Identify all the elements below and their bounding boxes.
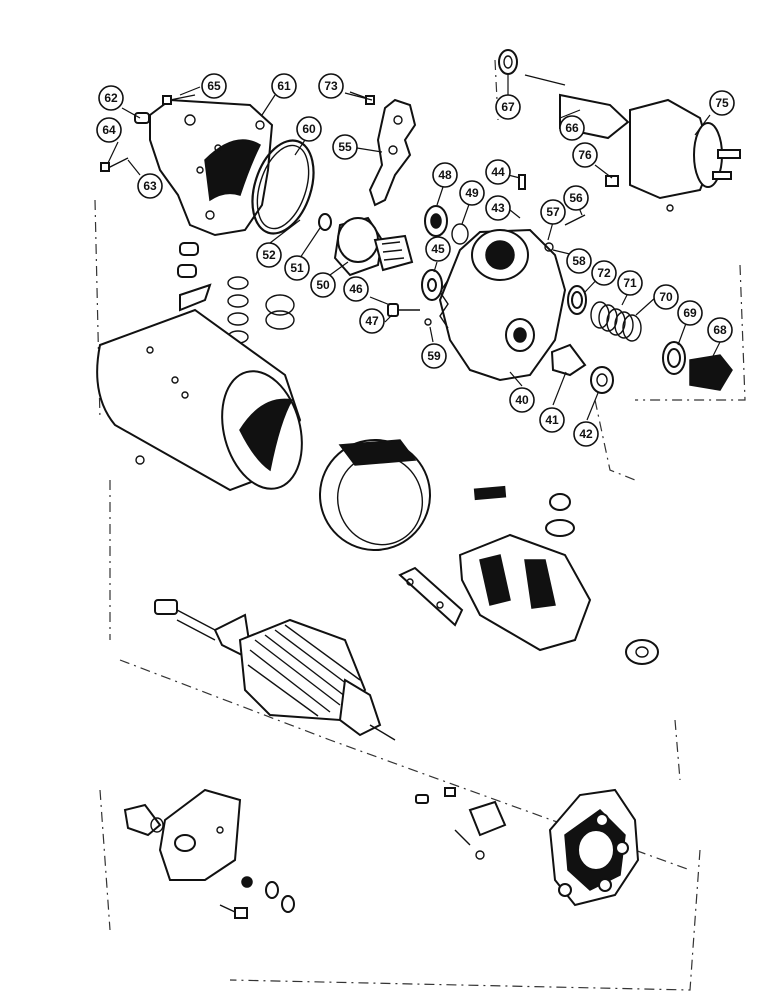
callout-67: 67: [495, 94, 521, 120]
callout-73: 73: [318, 73, 344, 99]
callout-label: 47: [365, 314, 379, 328]
callout-label: 43: [491, 201, 505, 215]
callout-46: 46: [343, 276, 369, 302]
callout-label: 52: [262, 248, 276, 262]
callout-label: 46: [349, 282, 363, 296]
bushing-and-washer: [550, 343, 614, 394]
callout-label: 51: [290, 261, 304, 275]
solenoid-group: [498, 49, 741, 212]
callout-72: 72: [591, 260, 617, 286]
callout-label: 49: [465, 186, 479, 200]
armature: [154, 599, 396, 741]
callout-65: 65: [201, 73, 227, 99]
callout-58: 58: [566, 248, 592, 274]
housing-bolt: [387, 303, 432, 326]
callout-44: 44: [485, 159, 511, 185]
callout-label: 44: [491, 165, 505, 179]
callout-59: 59: [421, 343, 447, 369]
callout-63: 63: [137, 173, 163, 199]
end-plate-left: [123, 788, 295, 919]
callout-label: 42: [579, 427, 593, 441]
pinion-clutch: [318, 213, 414, 277]
callout-label: 57: [546, 205, 560, 219]
callout-47: 47: [359, 308, 385, 334]
callout-68: 68: [707, 317, 733, 343]
callout-label: 64: [102, 123, 116, 137]
callout-49: 49: [459, 180, 485, 206]
gear-washers: [421, 174, 586, 301]
assembly-dash-lines: [94, 59, 746, 991]
callout-label: 62: [104, 91, 118, 105]
callout-label: 50: [316, 278, 330, 292]
callout-label: 61: [277, 79, 291, 93]
housing-screws: [100, 94, 196, 172]
callout-66: 66: [559, 115, 585, 141]
small-hardware-left: [177, 242, 295, 344]
callout-64: 64: [96, 117, 122, 143]
callout-76: 76: [572, 142, 598, 168]
callout-61: 61: [271, 73, 297, 99]
callout-label: 66: [565, 121, 579, 135]
callout-label: 71: [623, 276, 637, 290]
callout-label: 59: [427, 349, 441, 363]
callout-label: 41: [545, 413, 559, 427]
callout-label: 55: [338, 140, 352, 154]
callout-45: 45: [425, 236, 451, 262]
callout-label: 40: [515, 393, 529, 407]
callout-label: 70: [659, 290, 673, 304]
callout-69: 69: [677, 300, 703, 326]
callout-42: 42: [573, 421, 599, 447]
field-frame: [96, 308, 303, 492]
end-plate-right: [548, 788, 640, 907]
callout-51: 51: [284, 255, 310, 281]
drive-housing: [149, 98, 274, 237]
callout-43: 43: [485, 195, 511, 221]
callout-label: 75: [715, 96, 729, 110]
callout-70: 70: [653, 284, 679, 310]
callout-52: 52: [256, 242, 282, 268]
callout-48: 48: [432, 162, 458, 188]
callout-label: 76: [578, 148, 592, 162]
callout-label: 58: [572, 254, 586, 268]
gear-housing: [438, 228, 567, 382]
callout-57: 57: [540, 199, 566, 225]
callout-label: 63: [143, 179, 157, 193]
callout-50: 50: [310, 272, 336, 298]
callout-62: 62: [98, 85, 124, 111]
callout-55: 55: [332, 134, 358, 160]
callout-label: 48: [438, 168, 452, 182]
callout-label: 65: [207, 79, 221, 93]
callout-label: 73: [324, 79, 338, 93]
callout-label: 69: [683, 306, 697, 320]
brush-holder-hardware: [415, 787, 507, 860]
cover-band: [319, 439, 431, 551]
callout-71: 71: [617, 270, 643, 296]
callout-75: 75: [709, 90, 735, 116]
callout-label: 72: [597, 266, 611, 280]
callout-60: 60: [296, 116, 322, 142]
field-coil-assembly: [398, 485, 659, 665]
o-ring: [251, 139, 315, 235]
callout-label: 45: [431, 242, 445, 256]
callout-label: 60: [302, 122, 316, 136]
callout-label: 67: [501, 100, 515, 114]
callout-label: 56: [569, 191, 583, 205]
callout-56: 56: [563, 185, 589, 211]
callout-40: 40: [509, 387, 535, 413]
callout-label: 68: [713, 323, 727, 337]
callout-41: 41: [539, 407, 565, 433]
spring-assembly: [567, 285, 733, 391]
